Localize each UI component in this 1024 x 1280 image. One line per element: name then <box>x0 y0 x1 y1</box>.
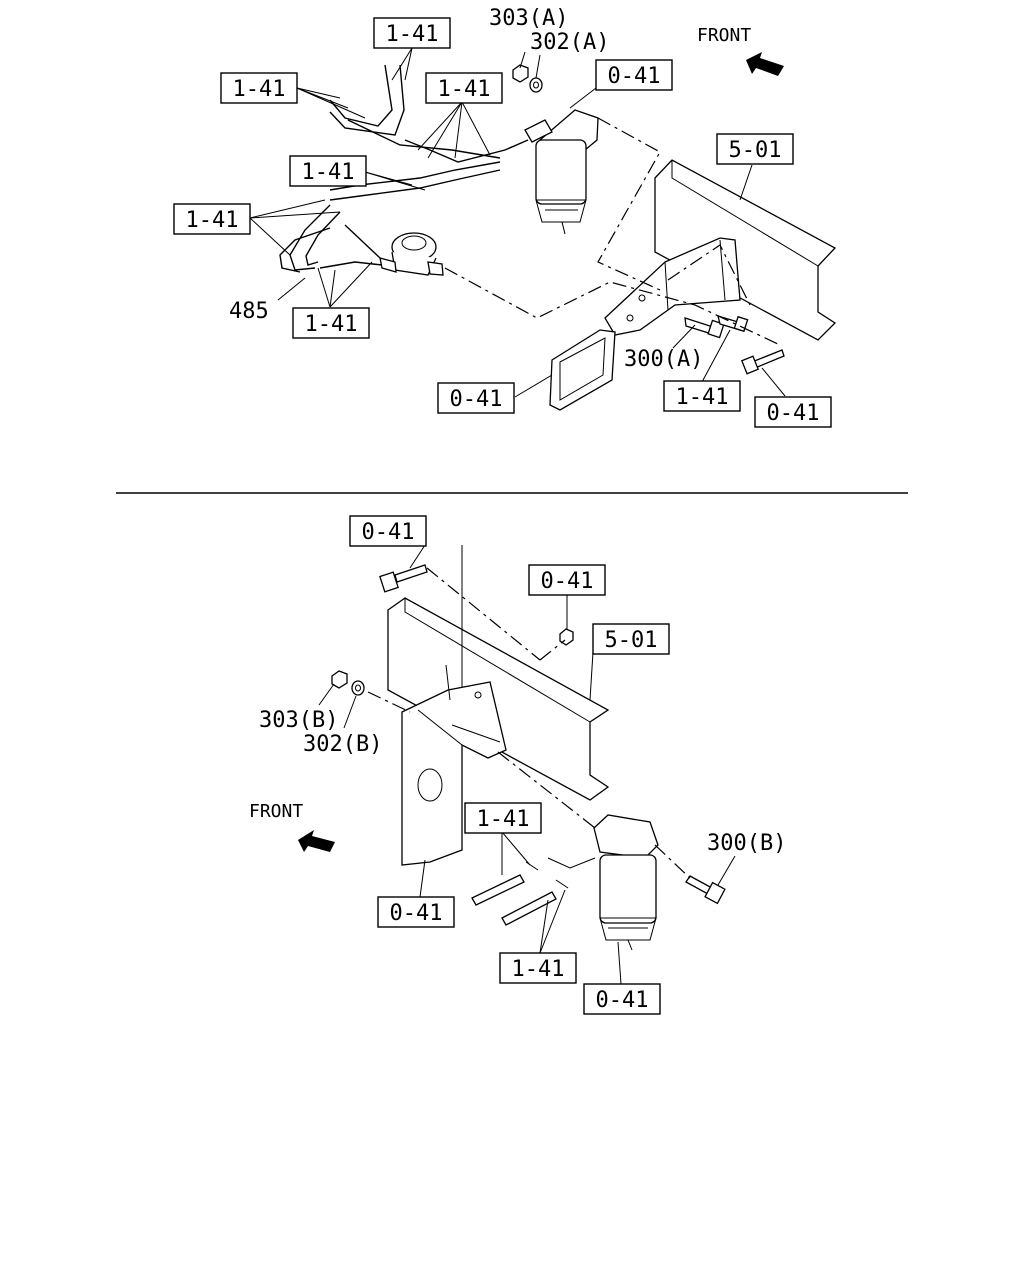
svg-text:0-41: 0-41 <box>596 988 649 1013</box>
part-number: 303(B) <box>259 708 338 733</box>
svg-text:1-41: 1-41 <box>233 77 286 102</box>
part-number: 302(A) <box>530 30 609 55</box>
part-number: 300(A) <box>624 347 703 372</box>
part-number: 485 <box>229 299 269 324</box>
ref-labels-lower: 0-41 0-41 5-01 1-41 0-41 1-41 0-41 <box>349 515 670 1015</box>
part-numbers-lower: 303(B) 302(B) 300(B) <box>259 708 786 856</box>
svg-text:0-41: 0-41 <box>541 569 594 594</box>
ref-label[interactable]: 1-41 <box>373 17 451 49</box>
ref-label[interactable]: 0-41 <box>583 983 661 1015</box>
front-arrow-icon-upper <box>746 52 784 76</box>
ref-label[interactable]: 1-41 <box>663 380 741 412</box>
ref-label[interactable]: 5-01 <box>592 623 670 655</box>
ref-label[interactable]: 0-41 <box>528 564 606 596</box>
svg-text:0-41: 0-41 <box>362 520 415 545</box>
svg-text:5-01: 5-01 <box>605 628 658 653</box>
dashed-guides-lower <box>367 567 691 879</box>
priming-pump <box>379 232 444 276</box>
svg-text:1-41: 1-41 <box>512 957 565 982</box>
ref-label[interactable]: 0-41 <box>377 896 455 928</box>
filter-bracket-lower <box>401 664 507 866</box>
ref-label[interactable]: 1-41 <box>289 155 367 187</box>
ref-label[interactable]: 0-41 <box>349 515 427 547</box>
svg-text:0-41: 0-41 <box>767 401 820 426</box>
ref-labels-upper: 1-41 1-41 1-41 0-41 5-01 1-41 1-41 1-41 … <box>173 17 832 428</box>
part-number: 300(B) <box>707 831 786 856</box>
front-label-upper: FRONT <box>697 25 751 46</box>
ref-label[interactable]: 0-41 <box>754 396 832 428</box>
svg-text:1-41: 1-41 <box>305 312 358 337</box>
lower-diagram: FRONT 0-41 0-41 5-01 1-41 0-41 1-41 0-41… <box>249 515 786 1015</box>
part-number: 303(A) <box>489 6 568 31</box>
svg-text:0-41: 0-41 <box>450 387 503 412</box>
svg-text:5-01: 5-01 <box>729 138 782 163</box>
nut-washer-upper <box>512 64 543 93</box>
part-numbers-upper: 303(A) 302(A) 485 300(A) <box>229 6 703 372</box>
dashed-guides-upper <box>444 117 781 346</box>
leader-lines-lower <box>318 544 736 985</box>
part-number: 302(B) <box>303 732 382 757</box>
svg-text:1-41: 1-41 <box>386 22 439 47</box>
front-arrow-upper: FRONT <box>697 25 784 76</box>
ref-label[interactable]: 1-41 <box>292 307 370 339</box>
ref-label[interactable]: 1-41 <box>425 72 503 104</box>
svg-text:1-41: 1-41 <box>302 160 355 185</box>
ref-label[interactable]: 1-41 <box>464 802 542 834</box>
ref-label[interactable]: 1-41 <box>173 203 251 235</box>
bolts-lower <box>379 564 726 905</box>
svg-text:0-41: 0-41 <box>390 901 443 926</box>
ref-label[interactable]: 1-41 <box>220 72 298 104</box>
svg-text:1-41: 1-41 <box>676 385 729 410</box>
front-arrow-lower: FRONT <box>249 801 335 852</box>
fuel-filter-lower <box>593 814 659 951</box>
filter-bracket <box>549 237 741 411</box>
fuel-filter-upper <box>524 109 599 235</box>
ref-label[interactable]: 1-41 <box>499 952 577 984</box>
ref-label[interactable]: 5-01 <box>716 133 794 165</box>
frame-rail <box>654 159 837 341</box>
svg-text:1-41: 1-41 <box>438 77 491 102</box>
fuel-hoses-lower <box>471 857 596 926</box>
svg-text:1-41: 1-41 <box>477 807 530 832</box>
upper-diagram: FRONT 1-41 1-41 1-41 0-41 5-01 1-41 1-41… <box>173 6 837 428</box>
leader-lines-upper <box>249 47 786 398</box>
svg-text:1-41: 1-41 <box>186 208 239 233</box>
svg-text:0-41: 0-41 <box>608 64 661 89</box>
ref-label[interactable]: 0-41 <box>595 59 673 91</box>
front-arrow-icon-lower <box>298 830 335 852</box>
front-label-lower: FRONT <box>249 801 303 822</box>
ref-label[interactable]: 0-41 <box>437 382 515 414</box>
